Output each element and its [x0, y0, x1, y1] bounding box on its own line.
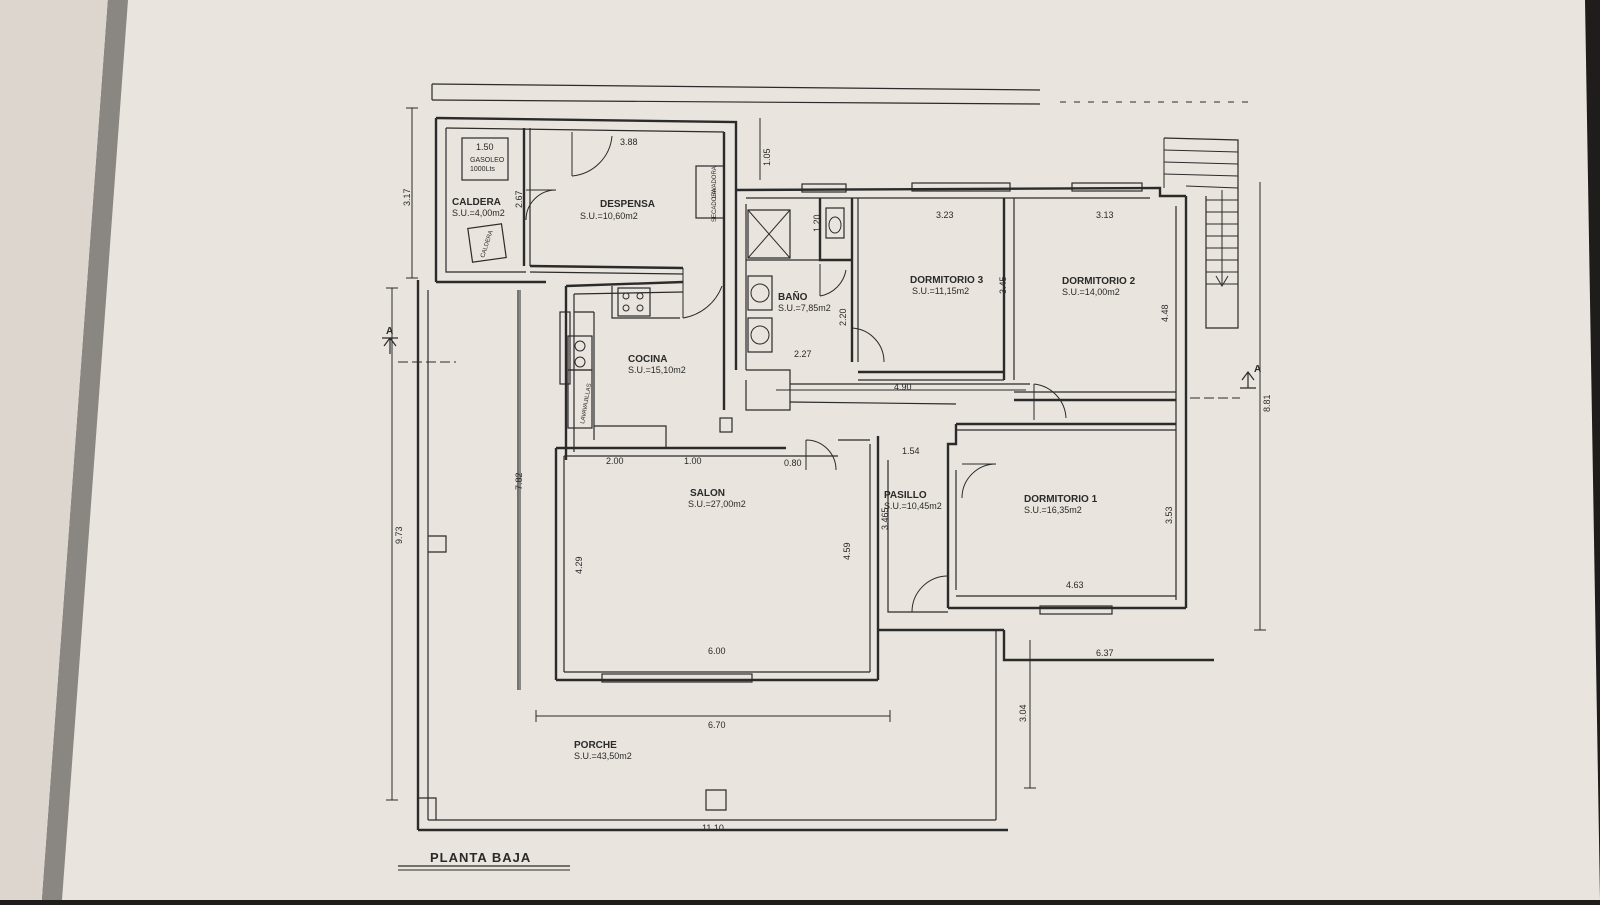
dimension-lines — [386, 107, 1266, 801]
cooktop — [617, 287, 651, 317]
room-area-porche: S.U.=43,50m2 — [574, 751, 632, 761]
room-name-dormitorio2: DORMITORIO 2 — [1062, 276, 1136, 287]
dim-6-37: 6.37 — [1096, 648, 1114, 658]
tank-width-label: 1.50 — [476, 142, 494, 152]
room-name-caldera: CALDERA — [452, 197, 501, 208]
room-name-bano: BAÑO — [778, 290, 808, 303]
dim-4-29: 4.29 — [574, 556, 584, 574]
dim-9-73: 9.73 — [394, 526, 404, 544]
room-area-dormitorio1: S.U.=16,35m2 — [1024, 505, 1082, 515]
windows — [559, 182, 1143, 683]
toilet — [825, 207, 845, 239]
dim-2-27: 2.27 — [794, 349, 812, 359]
fixtures — [461, 137, 845, 433]
room-area-dormitorio3: S.U.=11,15m2 — [912, 286, 969, 296]
dim-8-81: 8.81 — [1262, 394, 1272, 412]
staircase — [1163, 137, 1239, 329]
room-name-salon: SALON — [690, 488, 725, 499]
fuel-tank — [461, 137, 509, 181]
site-boundary — [431, 83, 1250, 105]
dim-3-04: 3.04 — [1018, 704, 1028, 722]
room-area-bano: S.U.=7,85m2 — [778, 303, 831, 313]
washer-label: LAVADORA — [712, 166, 718, 198]
dim-2-67: 2.67 — [514, 190, 524, 208]
dim-1-05: 1.05 — [762, 148, 772, 166]
room-area-cocina: S.U.=15,10m2 — [628, 365, 686, 375]
dishwasher — [567, 369, 593, 429]
dim-7-82: 7.82 — [514, 472, 524, 490]
dim-3-465: 3.465 — [880, 507, 890, 530]
dim-4-59: 4.59 — [842, 542, 852, 560]
room-labels: CALDERA S.U.=4,00m2 DESPENSA S.U.=10,60m… — [452, 197, 1136, 761]
room-name-dormitorio3: DORMITORIO 3 — [910, 275, 984, 286]
room-area-salon: S.U.=27,00m2 — [688, 499, 746, 509]
dim-4-63: 4.63 — [1066, 580, 1084, 590]
washbasin-1 — [747, 275, 773, 311]
washbasin-2 — [747, 317, 773, 353]
dim-2-20: 2.20 — [838, 308, 848, 326]
dim-4-48: 4.48 — [1160, 304, 1170, 322]
room-area-pasillo: S.U.=10,45m2 — [884, 501, 942, 511]
dim-3-17: 3.17 — [402, 188, 412, 206]
dim-3-23: 3.23 — [936, 210, 954, 220]
room-name-pasillo: PASILLO — [884, 490, 927, 501]
section-marker-right: A — [1254, 364, 1261, 375]
paper-sheet — [42, 0, 1600, 900]
dryer-label: SECADORA — [712, 188, 718, 222]
plan-title: PLANTA BAJA — [430, 850, 531, 865]
room-name-despensa: DESPENSA — [600, 199, 655, 210]
dimension-labels: 3.88 1.05 3.17 2.67 1.20 3.23 3.13 3.45 … — [394, 137, 1272, 833]
dim-3-13: 3.13 — [1096, 210, 1114, 220]
dim-3-53: 3.53 — [1164, 506, 1174, 524]
tank-capacity-label: 1000Lts — [470, 166, 495, 173]
section-markers: A A — [382, 326, 1261, 399]
dim-1-54: 1.54 — [902, 446, 920, 456]
dim-6-70: 6.70 — [708, 720, 726, 730]
room-area-dormitorio2: S.U.=14,00m2 — [1062, 287, 1120, 297]
dim-3-88: 3.88 — [620, 137, 638, 147]
dim-3-45: 3.45 — [998, 276, 1008, 294]
dim-1-20: 1.20 — [812, 214, 822, 232]
plan-title-block: PLANTA BAJA — [398, 850, 570, 871]
boiler-unit — [467, 223, 507, 263]
dim-1-00: 1.00 — [684, 456, 702, 466]
room-name-dormitorio1: DORMITORIO 1 — [1024, 494, 1098, 505]
dim-11-10: 11.10 — [702, 823, 724, 833]
paper-fold-shadow — [42, 0, 128, 900]
doors — [525, 132, 1067, 613]
room-area-caldera: S.U.=4,00m2 — [452, 208, 505, 218]
dim-4-90: 4.90 — [894, 382, 912, 392]
room-name-cocina: COCINA — [628, 354, 667, 365]
dim-0-80: 0.80 — [784, 458, 802, 468]
dim-2-00: 2.00 — [606, 456, 624, 466]
room-name-porche: PORCHE — [574, 740, 617, 751]
paper-edge — [0, 0, 108, 900]
section-marker-left: A — [386, 326, 393, 337]
washer-dryer — [695, 165, 725, 219]
tank-label: GASOLEO — [470, 157, 505, 164]
room-area-despensa: S.U.=10,60m2 — [580, 211, 638, 221]
dim-6-00: 6.00 — [708, 646, 726, 656]
